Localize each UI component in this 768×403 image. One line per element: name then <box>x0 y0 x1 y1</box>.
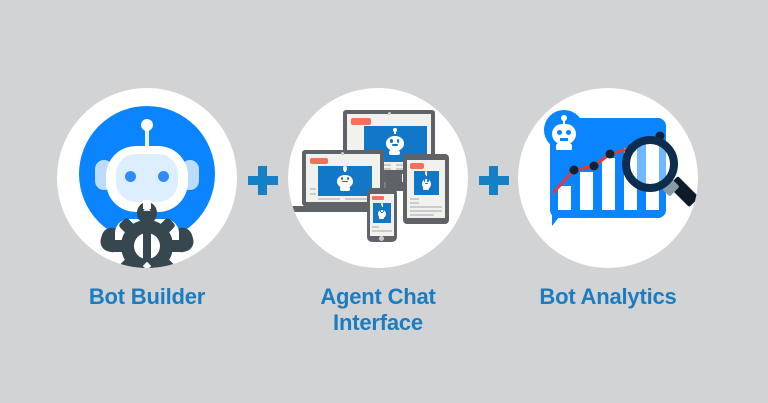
laptop-deck-icon <box>290 206 396 212</box>
chat-bubble-tail-icon <box>552 206 568 226</box>
laptop-camera-icon <box>341 151 344 155</box>
laptop-text-line <box>310 188 316 190</box>
robot-head-icon <box>551 115 577 150</box>
plus-separator-2 <box>479 165 509 195</box>
bot-analytics-circle <box>518 88 698 268</box>
bar-1 <box>558 186 571 210</box>
robot-avatar-icon <box>386 127 404 155</box>
agent-chat-interface-label: Agent Chat Interface <box>320 284 436 335</box>
robot-antenna-ball-icon <box>141 119 153 131</box>
bot-analytics-label: Bot Analytics <box>539 284 677 309</box>
monitor-camera-icon <box>388 111 391 115</box>
bar-3 <box>602 158 615 210</box>
robot-avatar-icon <box>421 171 431 191</box>
wrench-icon <box>135 200 159 268</box>
smartphone-chat-screen <box>373 202 391 223</box>
bar-2 <box>580 172 593 210</box>
magnifying-glass-icon <box>622 136 698 214</box>
smartphone-accent-bar <box>372 196 384 200</box>
tablet-text-line <box>410 214 434 216</box>
robot-avatar-icon <box>337 166 353 191</box>
laptop-chat-screen <box>318 166 372 196</box>
feature-bot-analytics[interactable]: Bot Analytics <box>518 88 698 310</box>
laptop-accent-bar <box>310 158 328 164</box>
smartphone-home-button-icon <box>379 236 384 241</box>
bot-builder-circle <box>57 88 237 268</box>
tablet-chat-screen <box>414 171 439 195</box>
laptop-text-line <box>345 198 372 200</box>
tablet-text-line <box>410 206 442 208</box>
laptop-text-line <box>310 193 316 195</box>
bot-builder-label: Bot Builder <box>88 284 206 309</box>
agent-chat-circle <box>288 88 468 268</box>
robot-eye-right-icon <box>158 171 169 182</box>
tablet-text-line <box>410 202 419 204</box>
robot-antenna-rod-icon <box>145 126 149 152</box>
tablet-text-line <box>410 210 442 212</box>
laptop-text-line <box>318 198 340 200</box>
monitor-accent-bar <box>351 118 371 125</box>
robot-avatar-icon <box>378 202 386 219</box>
feature-agent-chat-interface[interactable]: Agent Chat Interface <box>288 88 468 336</box>
feature-bot-builder[interactable]: Bot Builder <box>57 88 237 310</box>
smartphone-text-line <box>372 230 392 232</box>
monitor-stand-base <box>364 182 414 191</box>
smartphone-text-line <box>372 226 379 228</box>
plus-separator-1 <box>248 165 278 195</box>
tablet-accent-bar <box>410 163 424 169</box>
tablet-text-line <box>410 198 419 200</box>
robot-eye-left-icon <box>125 171 136 182</box>
